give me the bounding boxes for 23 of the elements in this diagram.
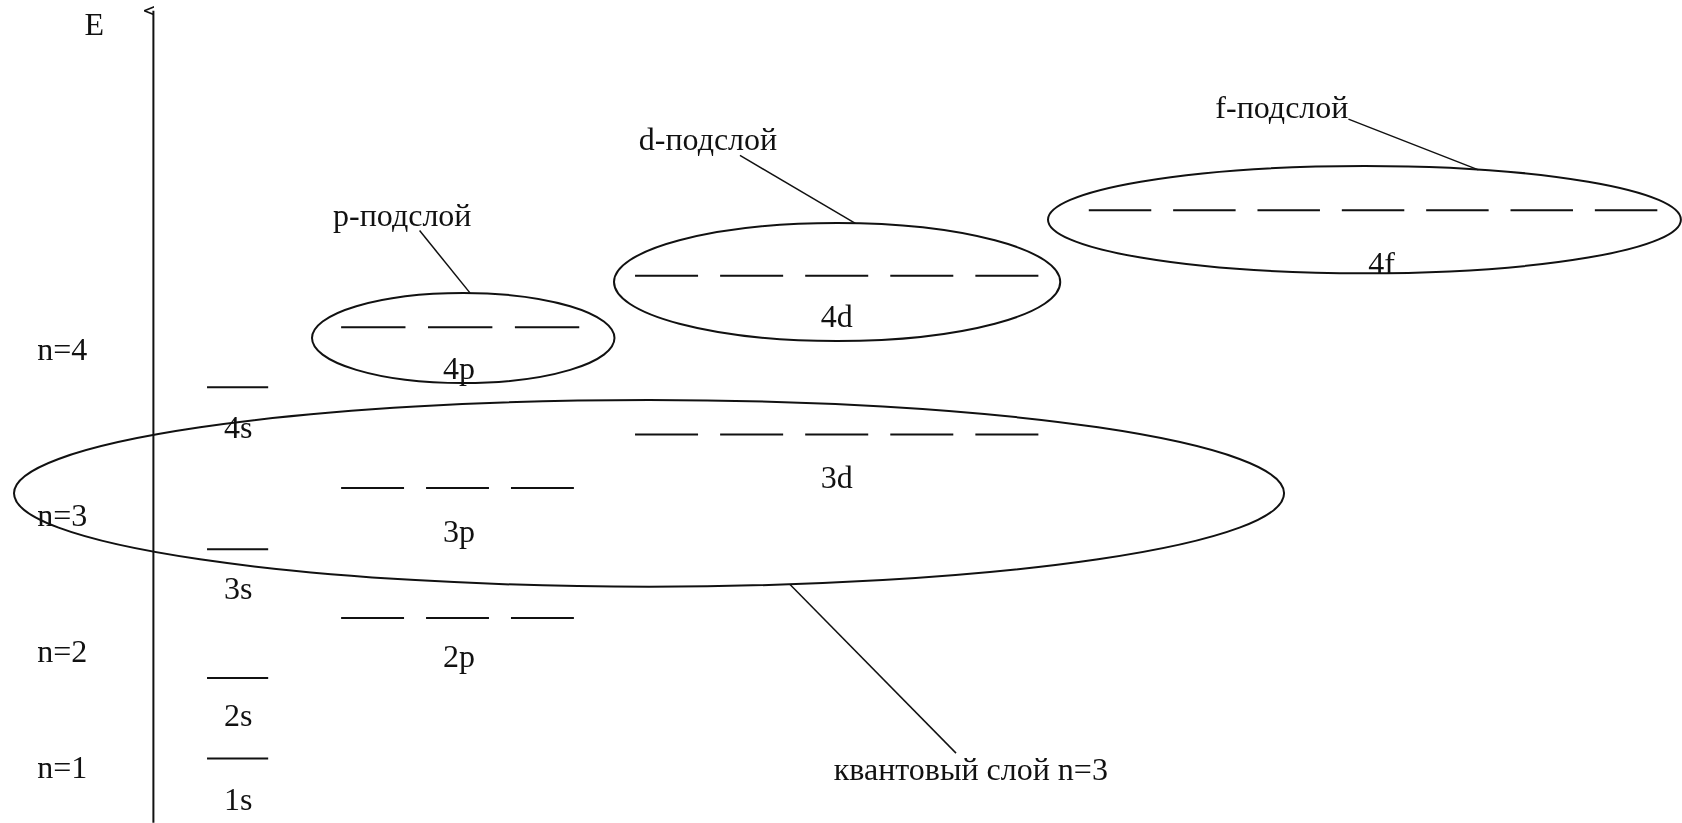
subshell-label: 3d bbox=[820, 461, 853, 494]
subshell-label: 4p bbox=[443, 351, 476, 384]
shell-label: n=1 bbox=[37, 750, 88, 783]
callout-text: p-подслой bbox=[333, 198, 472, 231]
axis-label: E bbox=[84, 7, 105, 40]
level-label: 1s bbox=[223, 783, 253, 816]
shell-label: n=3 bbox=[37, 498, 88, 531]
callout-text: f-подслой bbox=[1215, 91, 1349, 124]
leader-line bbox=[739, 154, 857, 225]
leader-line bbox=[418, 229, 471, 294]
level-label: 2p bbox=[443, 640, 476, 673]
leader-line bbox=[789, 583, 957, 754]
shell-label: n=4 bbox=[37, 332, 88, 365]
subshell-label: 3p bbox=[443, 514, 476, 547]
callout-text: d-подслой bbox=[638, 123, 778, 156]
subshell-ellipse bbox=[611, 221, 1062, 344]
callout-text: квантовый слой n=3 bbox=[833, 753, 1108, 786]
subshell-ellipse bbox=[1046, 164, 1682, 276]
subshell-ellipse bbox=[310, 290, 617, 385]
subshell-label: 4d bbox=[820, 300, 853, 333]
level-label: 3s bbox=[223, 571, 253, 604]
shell-label: n=2 bbox=[37, 635, 88, 668]
level-label: 2s bbox=[223, 699, 253, 732]
